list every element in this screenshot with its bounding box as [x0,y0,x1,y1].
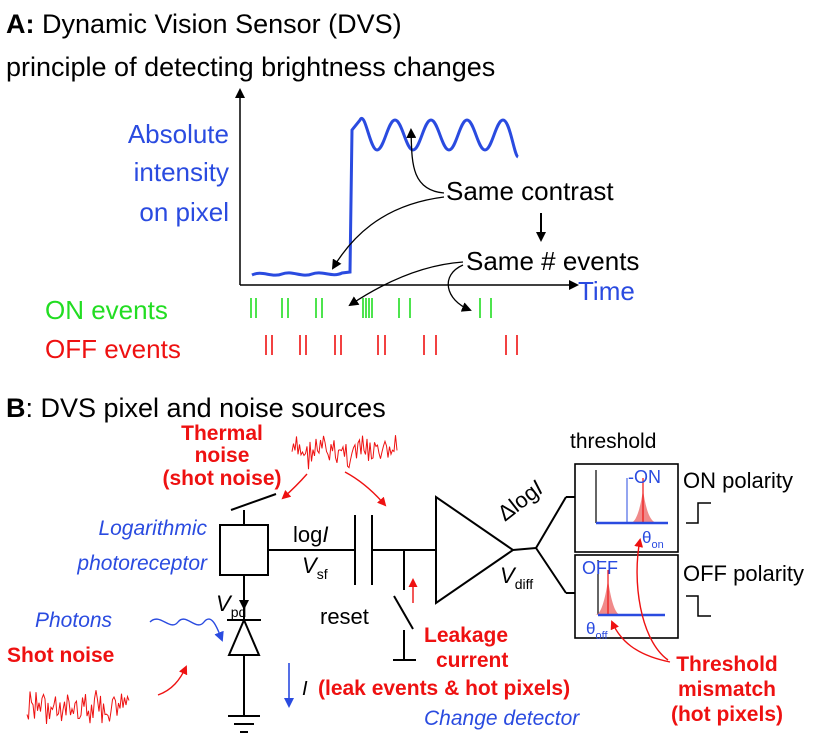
time-axis-label: Time [578,276,635,306]
threshold-mismatch-label: Threshold mismatch (hot pixels) [671,653,783,726]
current-label: I [302,678,308,700]
threshold-label: threshold [570,430,656,453]
photoreceptor-label: Logarithmic photoreceptor [76,517,208,575]
intensity-label-line-1: Absolute [128,119,229,149]
supply-switch [230,493,277,511]
shot-noise-arrow [157,665,188,696]
events-arrow-left [348,261,464,307]
photon-wave-arrow [149,618,224,642]
on-events-label: ON events [45,295,168,325]
same-contrast-label: Same contrast [446,176,614,206]
mismatch-line-2: mismatch [678,678,776,701]
v-diff-label: Vdiff [500,563,533,592]
theta-off-label: θoff [586,619,608,642]
reset-switch [393,595,414,630]
thermal-line-2: noise [195,444,250,467]
mismatch-arrow-on [634,538,669,661]
comparator-split [512,496,575,594]
mismatch-line-1: Threshold [676,653,778,676]
thermal-line-3: (shot noise) [163,467,282,490]
off-comparator-box: OFF θoff [574,554,679,642]
change-detector-label: Change detector [424,707,580,730]
on-comparator-box: -ON θon [574,463,679,553]
mismatch-line-3: (hot pixels) [671,703,783,726]
coupling-capacitor [290,515,436,661]
reset-label: reset [320,604,369,629]
intensity-axis-label: Absolute intensity on pixel [128,119,229,227]
v-sf-label: Vsf [302,553,328,582]
photoreceptor-circuit [219,493,290,733]
contrast-arrow-baseline [331,196,445,270]
on-step-icon [686,502,711,524]
leakage-line-3: (leak events & hot pixels) [318,677,570,700]
thermal-arrow-photoreceptor [281,473,308,500]
mismatch-arrow-off [610,620,671,663]
delta-log-i-label: ΔlogI [493,475,548,526]
log-i-label: logI [293,522,328,547]
intensity-label-line-2: intensity [134,157,229,187]
thermal-line-1: Thermal [181,422,263,445]
photoreceptor-line-1: Logarithmic [98,517,207,540]
contrast-arrow-peak [406,128,445,194]
off-events-label: OFF events [45,334,181,364]
panel-b-letter: B [6,393,26,423]
on-event-ticks [250,298,492,318]
thermal-noise-label: Thermal noise (shot noise) [163,422,282,490]
same-events-label: Same # events [466,246,639,276]
shot-noise-waveform [26,690,130,725]
panel-b-title-text: : DVS pixel and noise sources [26,393,386,423]
panel-a-letter: A: [6,9,35,39]
photodiode-triangle [227,617,261,656]
panel-a-title-text: Dynamic Vision Sensor (DVS) [35,9,402,39]
shot-noise-label: Shot noise [7,644,114,667]
theta-on-label: θon [642,528,664,551]
events-arrow-right [447,264,472,312]
on-polarity-label: ON polarity [683,468,793,493]
leakage-current-label: Leakage current (leak events & hot pixel… [318,624,570,700]
photoreceptor-line-2: photoreceptor [76,552,208,575]
leakage-line-1: Leakage [424,624,508,647]
off-step-icon [686,595,711,617]
panel-b-title: B: DVS pixel and noise sources [6,393,386,423]
panel-a-subtitle: principle of detecting brightness change… [6,52,495,82]
v-pd-label: Vpd [216,591,246,620]
off-polarity-label: OFF polarity [683,561,804,586]
intensity-label-line-3: on pixel [139,197,229,227]
amplifier-triangle [435,495,515,605]
off-event-ticks [265,335,518,355]
thermal-noise-waveform [291,435,398,470]
thermal-arrow-amplifier [344,471,387,507]
on-box-label: -ON [628,467,661,487]
panel-a-title: A: Dynamic Vision Sensor (DVS) [6,9,402,39]
leakage-line-2: current [436,649,508,672]
off-box-label: OFF [582,558,618,578]
on-threshold-distribution [630,490,658,523]
photons-label: Photons [35,609,113,632]
photoreceptor-box [219,524,269,576]
